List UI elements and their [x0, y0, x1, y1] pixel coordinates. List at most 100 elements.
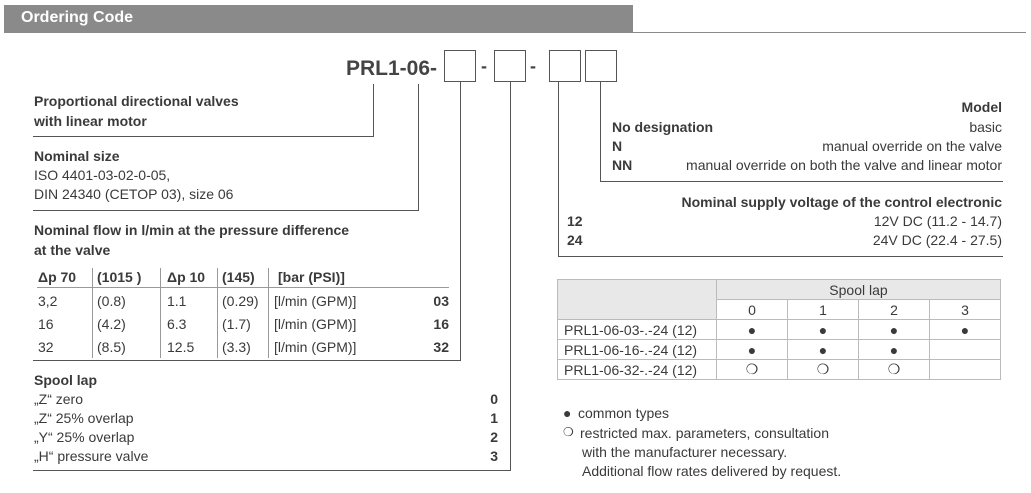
model-code: N	[612, 138, 623, 154]
flow-cell: 32	[38, 339, 54, 355]
connector-line	[33, 360, 461, 361]
table-cell-mark: ●	[787, 319, 859, 340]
spool-lap-code: 0	[490, 391, 498, 407]
spool-lap-code: 3	[490, 448, 498, 464]
table-cell-mark: ●	[929, 319, 1001, 340]
voltage-text: 12V DC (11.2 - 14.7)	[873, 213, 1002, 229]
nominal-size-line: DIN 24340 (CETOP 03), size 06	[34, 186, 234, 202]
table-row: PRL1-06-32-.-24 (12) ❍ ❍ ❍	[557, 359, 1001, 380]
connector-line	[33, 210, 419, 211]
table-row-label: PRL1-06-16-.-24 (12)	[557, 339, 717, 360]
table-cell-mark: ❍	[716, 359, 788, 380]
table-cell-mark: ❍	[787, 359, 859, 380]
connector-line	[460, 82, 461, 361]
flow-col-rule	[92, 268, 93, 358]
flow-cell: (3.3)	[222, 339, 251, 355]
model-text: manual override on both the valve and li…	[686, 157, 1002, 173]
flow-code: 32	[433, 339, 449, 355]
flow-cell: [l/min (GPM)]	[274, 316, 357, 332]
flow-header-rule	[37, 287, 449, 288]
table-cell-mark	[929, 359, 1001, 380]
flow-cell: (0.8)	[97, 293, 126, 309]
code-box-spool	[494, 50, 526, 82]
table-row: PRL1-06-03-.-24 (12) ● ● ● ●	[557, 319, 1001, 340]
spool-lap-item: „Y“ 25% overlap	[34, 429, 135, 445]
code-prefix: PRL1-06-	[346, 57, 438, 80]
table-row: 0 1 2 3	[558, 299, 1001, 320]
connector-line	[600, 82, 601, 182]
voltage-title: Nominal supply voltage of the control el…	[681, 194, 1003, 210]
model-code: No designation	[612, 119, 714, 135]
spool-lap-item: „H“ pressure valve	[34, 448, 149, 464]
flow-cell: (1.7)	[222, 316, 251, 332]
model-text: manual override on the valve	[822, 138, 1002, 154]
table-row-label: PRL1-06-03-.-24 (12)	[557, 319, 717, 340]
connector-line	[510, 82, 511, 471]
connector-line	[600, 181, 1003, 182]
model-code: NN	[612, 157, 633, 173]
table-row: Spool lap	[557, 279, 1001, 320]
code-separator: -	[481, 56, 487, 76]
flow-cell: 12.5	[167, 339, 195, 355]
header-bar: Ordering Code	[4, 5, 633, 33]
nominal-size-title: Nominal size	[34, 148, 120, 164]
model-title: Model	[961, 99, 1002, 115]
connector-line	[33, 136, 374, 137]
spool-lap-code: 1	[490, 410, 498, 426]
flow-cell: (8.5)	[97, 339, 126, 355]
flow-header-cell: (145)	[222, 269, 255, 285]
flow-header-cell: Δp 10	[167, 269, 206, 285]
page-title: Ordering Code	[21, 9, 134, 26]
nominal-size-line: ISO 4401-03-02-0-05,	[34, 167, 171, 183]
flow-header-cell: [bar (PSI)]	[278, 269, 345, 285]
spool-lap-code: 2	[490, 429, 498, 445]
connector-line	[558, 82, 559, 257]
spool-lap-item: „Z“ zero	[34, 391, 83, 407]
legend-text: with the manufacturer necessary.	[582, 444, 788, 460]
code-separator: -	[530, 56, 536, 76]
connector-line	[558, 256, 1003, 257]
connector-line	[418, 84, 419, 211]
flow-header-cell: (1015 )	[97, 269, 142, 285]
flow-cell: (4.2)	[97, 316, 126, 332]
description-line: Proportional directional valves	[34, 93, 239, 109]
table-cell-mark: ●	[787, 339, 859, 360]
table-cell-mark: ●	[716, 339, 788, 360]
code-box-voltage	[549, 50, 581, 82]
table-row: PRL1-06-16-.-24 (12) ● ● ●	[557, 339, 1001, 360]
connector-line	[373, 84, 374, 137]
flow-cell: 3,2	[38, 293, 58, 309]
code-box-model	[585, 50, 617, 82]
spool-lap-table: Spool lap 0 1 2 3 PRL1-06-03-.-24 (12) ●…	[557, 279, 1001, 380]
voltage-text: 24V DC (22.4 - 27.5)	[872, 232, 1002, 248]
flow-cell: 6.3	[167, 316, 187, 332]
flow-cell: 16	[38, 316, 54, 332]
connector-line	[33, 470, 511, 471]
nominal-flow-title: Nominal flow in l/min at the pressure di…	[34, 222, 350, 238]
flow-col-rule	[160, 268, 161, 358]
spool-lap-item: „Z“ 25% overlap	[34, 410, 134, 426]
code-box-flow	[444, 50, 476, 82]
table-cell-mark: ●	[858, 319, 930, 340]
nominal-flow-title: at the valve	[34, 242, 111, 258]
legend-text: common types	[578, 405, 670, 421]
table-column-header: 1	[787, 299, 859, 320]
table-corner-cell	[557, 279, 717, 320]
flow-col-rule	[217, 268, 218, 358]
header-rule	[633, 32, 1026, 33]
filled-circle-icon: ●	[563, 405, 572, 421]
table-column-header: 2	[858, 299, 930, 320]
flow-header-cell: Δp 70	[38, 269, 77, 285]
voltage-code: 12	[567, 213, 583, 229]
description-line: with linear motor	[34, 113, 147, 129]
flow-cell: 1.1	[167, 293, 187, 309]
model-text: basic	[969, 119, 1002, 135]
table-cell-mark: ●	[858, 339, 930, 360]
table-cell-mark	[929, 339, 1001, 360]
flow-cell: (0.29)	[222, 293, 259, 309]
flow-cell: [l/min (GPM)]	[274, 339, 357, 355]
table-row-label: PRL1-06-32-.-24 (12)	[557, 359, 717, 380]
table-header: Spool lap	[716, 279, 1001, 300]
table-cell-mark: ❍	[858, 359, 930, 380]
open-circle-icon: ❍	[563, 425, 574, 439]
